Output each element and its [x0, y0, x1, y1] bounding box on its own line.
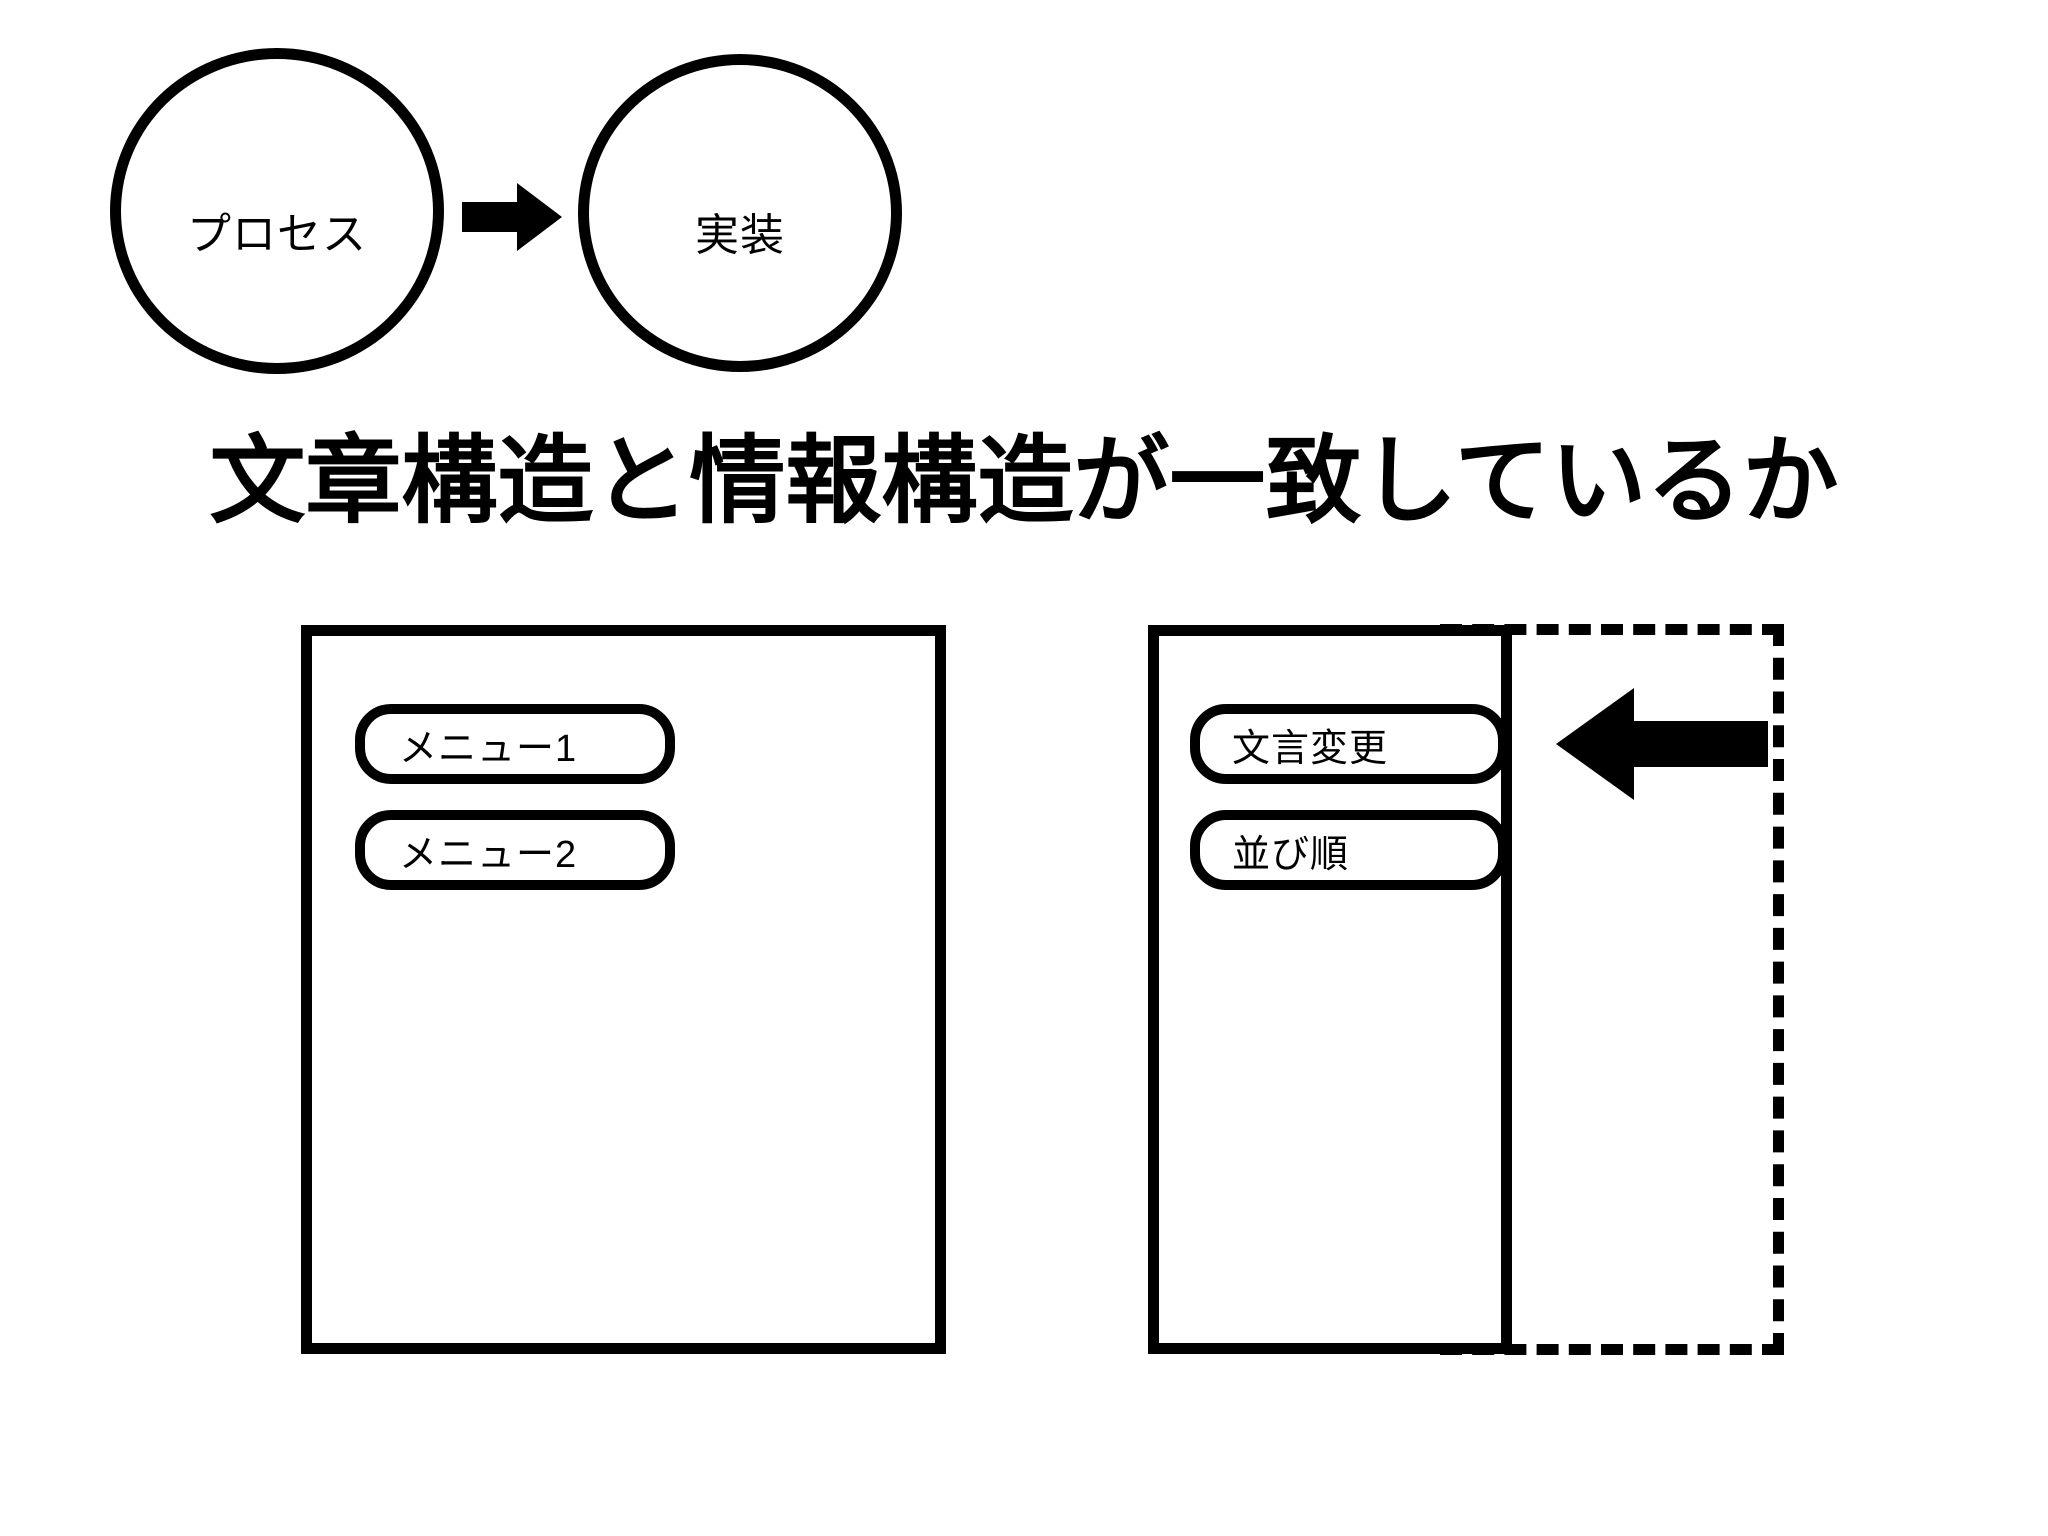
menu-item-label: メニュー1	[399, 727, 578, 770]
menu-item-label: メニュー2	[399, 833, 578, 876]
arrow-right-icon	[462, 183, 562, 251]
menu-item-right-2[interactable]: 並び順	[1190, 810, 1508, 890]
slide-heading: 文章構造と情報構造が一致しているか	[209, 428, 1839, 535]
process-step-label: プロセス	[187, 210, 367, 259]
menu-item-right-1[interactable]: 文言変更	[1190, 704, 1508, 784]
arrow-left-icon	[1556, 688, 1768, 800]
process-step-label: 実装	[695, 211, 785, 260]
process-step-circle-process: プロセス	[110, 48, 444, 374]
process-step-circle-implementation: 実装	[578, 54, 902, 372]
menu-item-left-2[interactable]: メニュー2	[355, 810, 675, 890]
menu-item-left-1[interactable]: メニュー1	[355, 704, 675, 784]
menu-item-label: 並び順	[1232, 833, 1350, 876]
menu-item-label: 文言変更	[1232, 727, 1389, 770]
